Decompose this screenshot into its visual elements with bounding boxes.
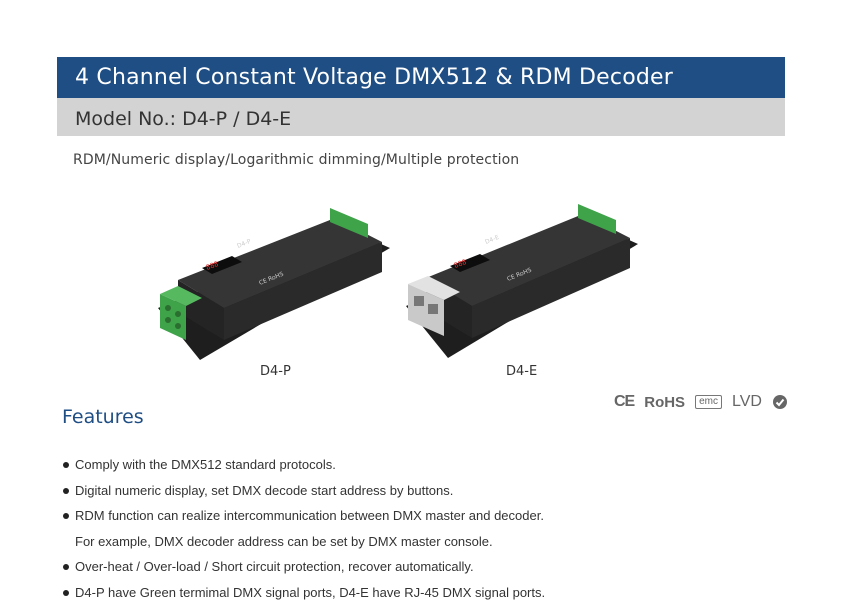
device-image-d4e: 888 D4-E CE RoHS — [406, 204, 638, 358]
device-label-d4e: D4-E — [506, 364, 538, 379]
model-number: Model No.: D4-P / D4-E — [75, 108, 292, 130]
green-terminal-icon — [160, 286, 202, 340]
model-number-bar: Model No.: D4-P / D4-E — [57, 98, 785, 136]
features-heading: Features — [62, 406, 144, 428]
rj45-port-icon — [408, 276, 460, 336]
device-image-d4p: 888 D4-P CE RoHS — [158, 208, 390, 360]
certification-logos: CE RoHS emc LVD — [614, 392, 788, 412]
emc-mark-icon: emc — [695, 395, 722, 409]
numeric-display-icon: 888 — [450, 254, 490, 272]
numeric-display-icon: 888 — [202, 256, 242, 274]
list-item: For example, DMX decoder address can be … — [75, 533, 493, 549]
device-model-mark: D4-E — [484, 234, 500, 246]
list-item: Digital numeric display, set DMX decode … — [63, 478, 823, 504]
list-item: D4-P have Green termimal DMX signal port… — [63, 580, 823, 606]
device-model-mark: D4-P — [236, 238, 252, 250]
device-label-d4p: D4-P — [260, 364, 291, 379]
svg-text:888: 888 — [205, 260, 220, 272]
feature-tagline: RDM/Numeric display/Logarithmic dimming/… — [73, 152, 520, 168]
features-list: Comply with the DMX512 standard protocol… — [63, 452, 823, 605]
rohs-mark-icon: RoHS — [644, 393, 686, 411]
product-title-bar: 4 Channel Constant Voltage DMX512 & RDM … — [57, 57, 785, 98]
product-title: 4 Channel Constant Voltage DMX512 & RDM … — [75, 65, 674, 90]
svg-text:888: 888 — [453, 258, 468, 270]
list-item: RDM function can realize intercommunicat… — [63, 503, 823, 529]
ce-mark-icon: CE — [614, 393, 635, 410]
check-circle-icon — [772, 395, 787, 409]
list-item: Over-heat / Over-load / Short circuit pr… — [63, 554, 823, 580]
lvd-mark-icon: LVD — [731, 393, 762, 410]
list-item: Comply with the DMX512 standard protocol… — [63, 452, 823, 478]
